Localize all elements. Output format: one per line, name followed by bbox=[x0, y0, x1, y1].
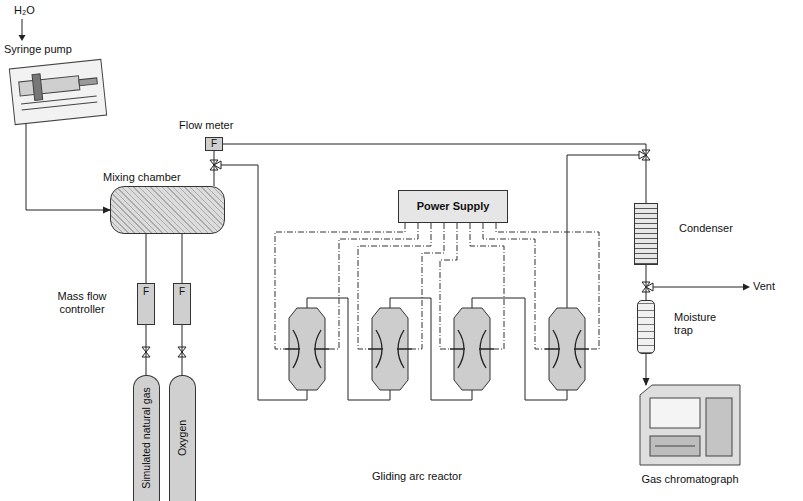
pipe-connector bbox=[646, 265, 647, 300]
gliding-arc-reactor bbox=[289, 308, 585, 390]
gas-chromatograph-symbol bbox=[706, 398, 732, 456]
node-label: Condenser bbox=[679, 222, 733, 235]
valve-symbol bbox=[639, 151, 646, 159]
syringe-pump: Syringe pump bbox=[8, 60, 108, 124]
syringe-pump-symbol bbox=[32, 74, 43, 101]
pipe-connector bbox=[146, 234, 147, 283]
gas-chromatograph-symbol bbox=[650, 436, 700, 456]
valve-symbol bbox=[214, 161, 221, 169]
chemical-formula: H₂O bbox=[14, 4, 35, 17]
water-feed-arrow bbox=[19, 35, 26, 41]
gas-chromatograph-symbol bbox=[655, 446, 695, 447]
node-sublabel: F bbox=[138, 286, 154, 298]
syringe-pump-symbol bbox=[9, 59, 106, 124]
vent-label: Vent bbox=[753, 280, 775, 293]
mixing-chamber: Mixing chamber bbox=[110, 186, 225, 234]
power-cable bbox=[483, 223, 545, 349]
pipe-connector bbox=[146, 325, 147, 375]
gas-chromatograph-symbol bbox=[640, 385, 740, 465]
node-label: Syringe pump bbox=[4, 43, 72, 56]
node-label: Mixing chamber bbox=[103, 171, 181, 184]
electrode bbox=[368, 330, 412, 368]
gas-line bbox=[221, 155, 744, 400]
syringe-pump-symbol bbox=[79, 78, 98, 86]
syringe-pump-symbol bbox=[19, 76, 80, 96]
pipe-connector bbox=[182, 325, 183, 375]
node-label: Oxygen bbox=[176, 420, 188, 456]
node-label: Gas chromatograph bbox=[630, 473, 750, 486]
electrode bbox=[285, 330, 589, 368]
vent-arrowhead bbox=[743, 284, 750, 291]
gas-chromatograph-symbol bbox=[650, 398, 700, 428]
condenser: Condenser bbox=[634, 203, 658, 265]
reactor-label: Gliding arc reactor bbox=[372, 470, 462, 483]
syringe-pump-symbol bbox=[22, 102, 98, 110]
water-feed-arrow bbox=[19, 19, 26, 41]
node-label: Flow meter bbox=[179, 119, 233, 132]
gas-cylinder: Simulated natural gas bbox=[133, 375, 160, 501]
gas-chromatograph: Gas chromatograph bbox=[640, 385, 740, 465]
water-feed-arrow bbox=[22, 19, 23, 36]
node-sublabel: F bbox=[206, 138, 222, 150]
vent-arrowhead bbox=[743, 284, 750, 291]
electrode bbox=[285, 330, 329, 368]
node-label: Moisture trap bbox=[674, 311, 736, 336]
moisture-trap: Moisture trap bbox=[637, 300, 655, 354]
electrode bbox=[545, 330, 589, 368]
pipe-connector bbox=[182, 234, 183, 283]
node-label: Mass flow controller bbox=[40, 290, 124, 315]
power-supply: Power Supply bbox=[398, 190, 508, 223]
node-label: Power Supply bbox=[399, 200, 507, 213]
pipe-connector bbox=[26, 124, 110, 210]
mass-flow-controller: Mass flow controllerF bbox=[137, 283, 155, 325]
pipe-connector bbox=[214, 151, 215, 186]
gas-chromatograph-symbol bbox=[640, 385, 740, 465]
mass-flow-controller: F bbox=[173, 283, 191, 325]
node-label: Simulated natural gas bbox=[140, 387, 152, 489]
power-cable bbox=[412, 223, 444, 349]
syringe-pump-symbol bbox=[9, 59, 106, 124]
flow-meter: Flow meterF bbox=[205, 137, 223, 151]
pipe-connector bbox=[646, 354, 647, 385]
gas-line bbox=[653, 287, 744, 288]
node-label: F bbox=[174, 286, 190, 298]
electrode bbox=[450, 330, 494, 368]
valve-symbol bbox=[646, 283, 653, 291]
gas-cylinder: Oxygen bbox=[169, 375, 196, 501]
